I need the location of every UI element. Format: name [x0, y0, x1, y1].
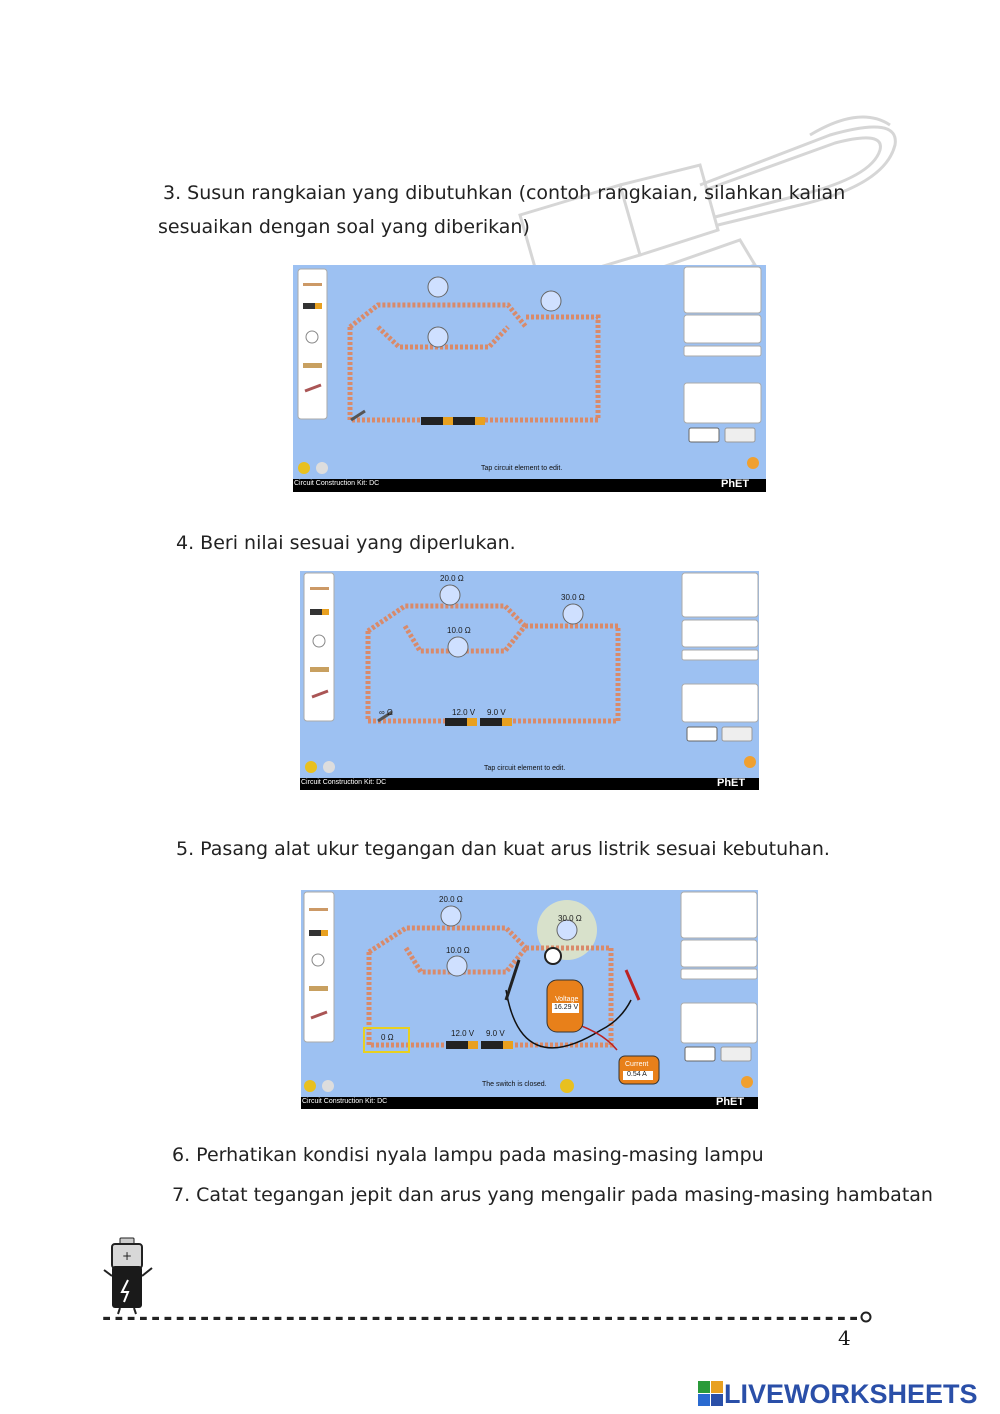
footer-dashed-rule: ----------------------------------------… [100, 1306, 860, 1320]
page-number: 4 [838, 1326, 851, 1350]
step-3-line-1: 3. Susun rangkaian yang dibutuhkan (cont… [163, 182, 846, 204]
bulb-30-label: 30.0 Ω [558, 914, 582, 923]
battery-1-label: 12.0 V [452, 708, 476, 717]
step-4: 4. Beri nilai sesuai yang diperlukan. [176, 532, 516, 554]
battery-mascot-icon: + [103, 1237, 153, 1315]
battery-1-label: 12.0 V [451, 1029, 475, 1038]
step-5: 5. Pasang alat ukur tegangan dan kuat ar… [176, 838, 830, 860]
step-7: 7. Catat tegangan jepit dan arus yang me… [172, 1184, 933, 1206]
simulation-screenshot-3: 20.0 Ω 30.0 Ω 10.0 Ω 12.0 V 9.0 V 0 Ω Vo… [301, 890, 758, 1109]
bulb-10-label: 10.0 Ω [446, 946, 470, 955]
battery-2-label: 9.0 V [486, 1029, 505, 1038]
step-6: 6. Perhatikan kondisi nyala lampu pada m… [172, 1144, 764, 1166]
phet-logo: PhET [716, 1096, 745, 1108]
step-3-line-2: sesuaikan dengan soal yang diberikan) [158, 216, 530, 238]
status-text: The switch is closed. [482, 1081, 547, 1088]
ammeter-value: 0.54 A [627, 1071, 647, 1078]
simulation-screenshot-2: 20.0 Ω 30.0 Ω 10.0 Ω 12.0 V 9.0 V ∞ Ω Ci… [300, 571, 759, 790]
app-title: Circuit Construction Kit: DC [294, 480, 380, 487]
phet-logo: PhET [721, 478, 750, 490]
footer-rule-end-icon [860, 1311, 872, 1323]
voltmeter-value: 16.29 V [554, 1004, 579, 1011]
app-title: Circuit Construction Kit: DC [301, 779, 387, 786]
bulb-30-label: 30.0 Ω [561, 593, 585, 602]
bulb-10-label: 10.0 Ω [447, 626, 471, 635]
usb-cable-illustration [518, 115, 897, 285]
status-text: Tap circuit element to edit. [484, 765, 566, 772]
switch-label: 0 Ω [381, 1033, 394, 1042]
simulation-screenshot-1: Circuit Construction Kit: DC Tap circuit… [293, 265, 766, 492]
voltmeter-label: Voltage [555, 996, 579, 1003]
liveworksheets-icon [698, 1381, 723, 1406]
switch-label: ∞ Ω [379, 708, 393, 717]
liveworksheets-logo: LIVEWORKSHEETS [698, 1378, 978, 1410]
phet-logo: PhET [717, 777, 746, 789]
app-title: Circuit Construction Kit: DC [302, 1098, 388, 1105]
status-text: Tap circuit element to edit. [481, 465, 563, 472]
bulb-20-label: 20.0 Ω [439, 895, 463, 904]
battery-2-label: 9.0 V [487, 708, 506, 717]
bulb-20-label: 20.0 Ω [440, 574, 464, 583]
brand-text: LIVEWORKSHEETS [724, 1378, 978, 1409]
svg-text:+: + [122, 1249, 132, 1263]
ammeter-label: Current [625, 1061, 649, 1068]
